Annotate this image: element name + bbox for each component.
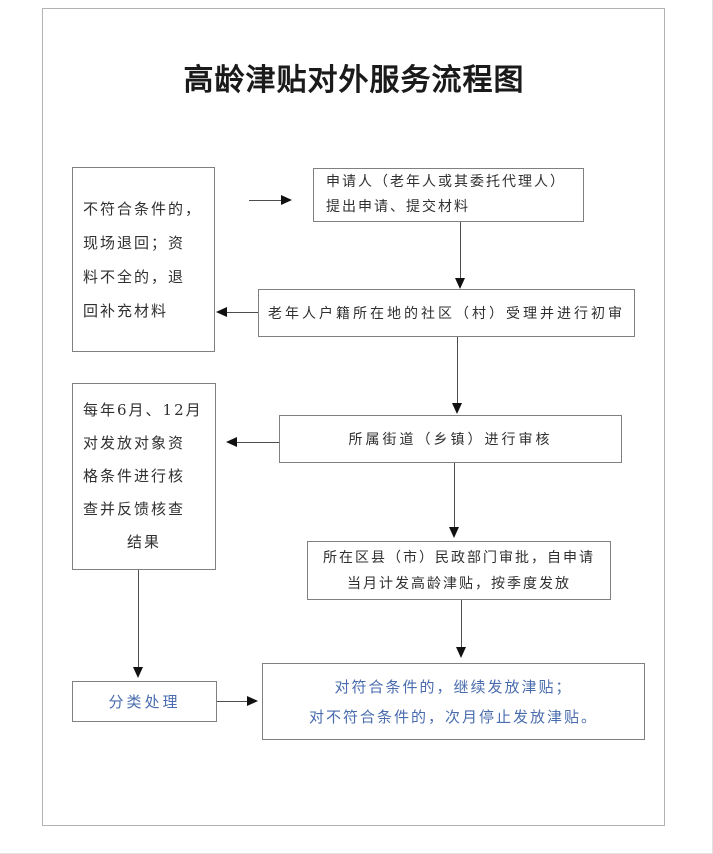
node-applicant: 申请人（老年人或其委托代理人） 提出申请、提交材料	[313, 168, 584, 222]
node-annual-check-line: 对发放对象资	[83, 434, 186, 452]
node-applicant-line: 提出申请、提交材料	[326, 199, 470, 215]
node-classification-text: 分类处理	[108, 693, 181, 711]
node-street-review-text: 所属街道（乡镇）进行审核	[348, 432, 553, 448]
node-return-note-line: 现场退回；资	[83, 233, 186, 252]
node-civil-affairs-line: 所在区县（市）民政部门审批，自申请	[323, 549, 595, 566]
node-result: 对符合条件的，继续发放津贴； 对不符合条件的，次月停止发放津贴。	[262, 663, 645, 740]
node-return-note-line: 不符合条件的，	[83, 199, 203, 218]
node-return-note-line: 回补充材料	[83, 301, 169, 320]
node-annual-check-line: 每年6月、12月	[83, 401, 203, 419]
node-result-line: 对不符合条件的，次月停止发放津贴。	[308, 707, 598, 726]
node-annual-check: 每年6月、12月 对发放对象资 格条件进行核 查并反馈核查 结果	[72, 383, 216, 570]
node-annual-check-line: 查并反馈核查	[83, 500, 186, 518]
node-return-note: 不符合条件的， 现场退回；资 料不全的，退 回补充材料	[72, 167, 215, 352]
node-annual-check-line: 格条件进行核	[83, 467, 186, 485]
node-classification: 分类处理	[72, 681, 217, 722]
node-street-review: 所属街道（乡镇）进行审核	[279, 415, 622, 463]
node-annual-check-line: 结果	[126, 533, 161, 551]
node-community-review: 老年人户籍所在地的社区（村）受理并进行初审	[258, 289, 635, 337]
node-return-note-line: 料不全的，退	[83, 267, 186, 286]
node-civil-affairs-approval: 所在区县（市）民政部门审批，自申请 当月计发高龄津贴，按季度发放	[307, 541, 611, 600]
node-result-line: 对符合条件的，继续发放津贴；	[334, 677, 573, 696]
node-community-review-text: 老年人户籍所在地的社区（村）受理并进行初审	[268, 306, 625, 322]
node-civil-affairs-line: 当月计发高龄津贴，按季度发放	[347, 575, 571, 592]
node-applicant-line: 申请人（老年人或其委托代理人）	[326, 174, 566, 190]
page-title: 高龄津贴对外服务流程图	[183, 64, 525, 97]
